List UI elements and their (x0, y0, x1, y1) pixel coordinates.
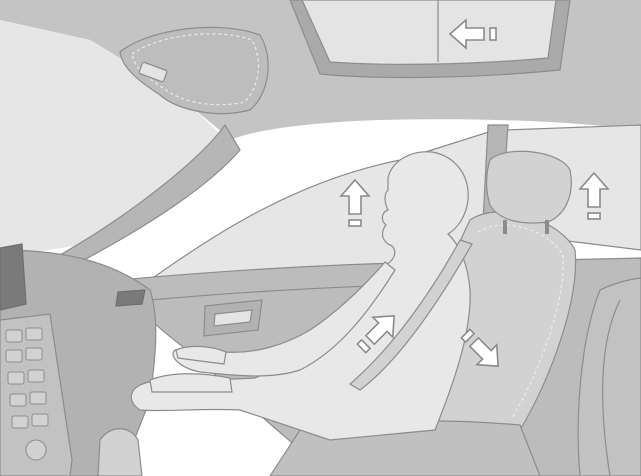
console-button (32, 414, 48, 426)
dash-vent (116, 290, 145, 306)
console-knob (26, 440, 46, 460)
sunroof-glass (302, 0, 556, 64)
console-button (12, 416, 28, 428)
headrest-post-right (545, 220, 549, 234)
console-button (28, 370, 44, 382)
console-button (6, 350, 22, 362)
rear-window-arrow-bar (588, 213, 600, 219)
console-button (10, 394, 26, 406)
infotainment-screen (0, 244, 26, 310)
headrest (487, 151, 572, 223)
console-button (26, 348, 42, 360)
console-button (26, 328, 42, 340)
gear-shifter (98, 429, 142, 476)
console-button (8, 372, 24, 384)
driver-hand-lower (150, 374, 232, 392)
front-window-arrow-bar (349, 220, 361, 226)
console-button (30, 392, 46, 404)
sunroof-arrow-bar (490, 28, 496, 40)
console-button (6, 330, 22, 342)
headrest-post-left (503, 220, 507, 234)
